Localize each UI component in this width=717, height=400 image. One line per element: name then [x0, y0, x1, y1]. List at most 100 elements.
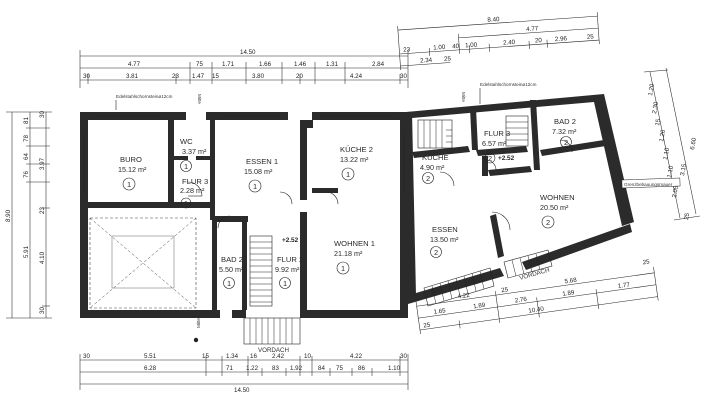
unit-badge: 2: [488, 154, 492, 163]
building-left-walls: [80, 112, 408, 318]
room-flur3-left: FLUR 3 2.28 m² 1: [180, 177, 208, 209]
room-name: KÜCHE: [422, 153, 449, 162]
room-essen-right: ESSEN 13.50 m² 2: [430, 225, 459, 258]
dim-label: 1.65: [433, 307, 446, 316]
dim-label: 1.92: [290, 365, 303, 372]
markers-right: Edelstahlschornsteinø12cm Mitte +2.52 Gr…: [461, 82, 681, 189]
stair-void: [89, 217, 197, 309]
unit-badge: 1: [127, 180, 131, 189]
dim-label: 40: [452, 43, 460, 51]
porch-label-right: VORDACH: [519, 267, 551, 282]
dim-label: 6.28: [144, 365, 157, 372]
stairs-right: [417, 115, 529, 149]
porch-steps-left: VORDACH: [243, 317, 301, 354]
dim-label: 2.42: [272, 353, 285, 360]
dim-label: 2.96: [555, 35, 568, 43]
room-name: BAD 2: [554, 117, 576, 126]
dim-label: 1.71: [222, 61, 235, 68]
dim-label: 71: [226, 365, 233, 372]
unit-badge: 1: [184, 199, 188, 208]
windows-left: [83, 115, 405, 192]
dim-label: 4.77: [526, 25, 539, 33]
dim-label: 1.31: [326, 61, 339, 68]
dim-label: 15: [212, 73, 219, 80]
unit-badge: 1: [253, 182, 257, 191]
dim-label: 1.47: [192, 73, 205, 80]
chimney-note-left: Edelstahlschornsteinø12cm: [116, 94, 173, 99]
dim-bottom-total: 14.50: [234, 387, 250, 394]
wall-note: Grenzbebauungsmauer: [624, 182, 673, 187]
room-name: KÜCHE 2: [340, 145, 373, 154]
dim-label: 4.22: [457, 292, 470, 301]
dim-label: 1.77: [617, 281, 630, 290]
dim-left-total: 8.90: [5, 209, 12, 222]
dim-label: 30: [39, 111, 46, 118]
room-area: 13.22 m²: [340, 155, 369, 164]
room-area: 13.50 m²: [430, 235, 459, 244]
room-name: WC: [180, 137, 193, 146]
dim-label: 4.77: [128, 61, 141, 68]
dim-label: 2.30: [651, 101, 660, 115]
unit-badge: 1: [283, 279, 287, 288]
room-name: WOHNEN 1: [334, 239, 375, 248]
room-kueche2-left: KÜCHE 2 13.22 m² 1: [340, 145, 373, 181]
dim-label: 3.80: [252, 73, 265, 80]
unit-badge: 2: [434, 248, 438, 257]
mitte-mark-bottom: Mitte: [196, 318, 201, 328]
dim-lower-right-total: 10.40: [528, 306, 545, 315]
room-area: 2.28 m²: [180, 186, 205, 195]
dim-label: 25: [444, 55, 452, 63]
dim-label: 76: [23, 171, 30, 178]
level-right: +2.52: [498, 155, 515, 162]
unit-badge: 1: [341, 264, 345, 273]
dimension-top-right: 8.40 4.77 23 1.00 40 1.00 2.40 20 2.96 2…: [397, 12, 600, 70]
dim-label: 5.51: [144, 353, 157, 360]
mitte-mark-right: Mitte: [461, 92, 466, 102]
dim-label: 3.81: [126, 73, 139, 80]
dim-label: 25: [642, 258, 650, 266]
dim-label: 86: [358, 365, 365, 372]
dim-label: 16: [250, 353, 257, 360]
room-buero: BURO 15.12 m² 1: [118, 155, 147, 191]
dim-label: 30: [39, 307, 46, 314]
dim-top-total: 14.50: [240, 49, 256, 56]
dim-label: 1.10: [666, 165, 675, 179]
unit-badge: 1: [227, 279, 231, 288]
doors-right: [439, 139, 573, 231]
axis-marker: [193, 337, 199, 343]
dim-label: 83: [272, 365, 279, 372]
dim-label: 4.24: [350, 73, 363, 80]
dim-label: 30: [83, 73, 90, 80]
room-area: 15.12 m²: [118, 165, 147, 174]
dim-label: 1.66: [259, 61, 272, 68]
dim-label: 1.00: [433, 44, 446, 52]
room-area: 4.90 m²: [420, 163, 445, 172]
dim-label: 1.22: [246, 365, 259, 372]
dim-label: 2.05: [671, 185, 680, 199]
chimney-note-right: Edelstahlschornsteinø12cm: [480, 82, 537, 87]
dim-label: 4.22: [350, 353, 363, 360]
dim-label: 3.97: [39, 157, 46, 170]
dim-label: 75: [196, 61, 203, 68]
dim-label: 1.46: [294, 61, 307, 68]
room-area: 9.92 m²: [275, 265, 300, 274]
dim-label: 4.10: [39, 251, 46, 264]
dim-label: 25: [683, 212, 691, 221]
dim-top-right-total: 8.40: [487, 16, 500, 24]
room-name: FLUR 2: [277, 255, 303, 264]
room-bad2-left: BAD 2 5.50 m² 1: [219, 255, 244, 289]
dimension-top: 14.50 4.77 75 1.71 1.66 1.46 1.31 2.84 3…: [79, 49, 409, 88]
dim-label: 30: [400, 353, 407, 360]
dim-label: 23: [39, 207, 46, 214]
dim-label: 30: [400, 73, 407, 80]
dim-label: 1.34: [226, 353, 239, 360]
dim-label: 25: [423, 321, 431, 329]
dim-label: 84: [318, 365, 325, 372]
building-right-walls: [406, 94, 634, 304]
unit-badge: 1: [346, 170, 350, 179]
level-left: +2.52: [282, 237, 299, 244]
unit-badge: 1: [184, 162, 188, 171]
dim-label: 1.26: [658, 129, 667, 143]
room-wc: WC 3.37 m² 1: [180, 137, 207, 172]
